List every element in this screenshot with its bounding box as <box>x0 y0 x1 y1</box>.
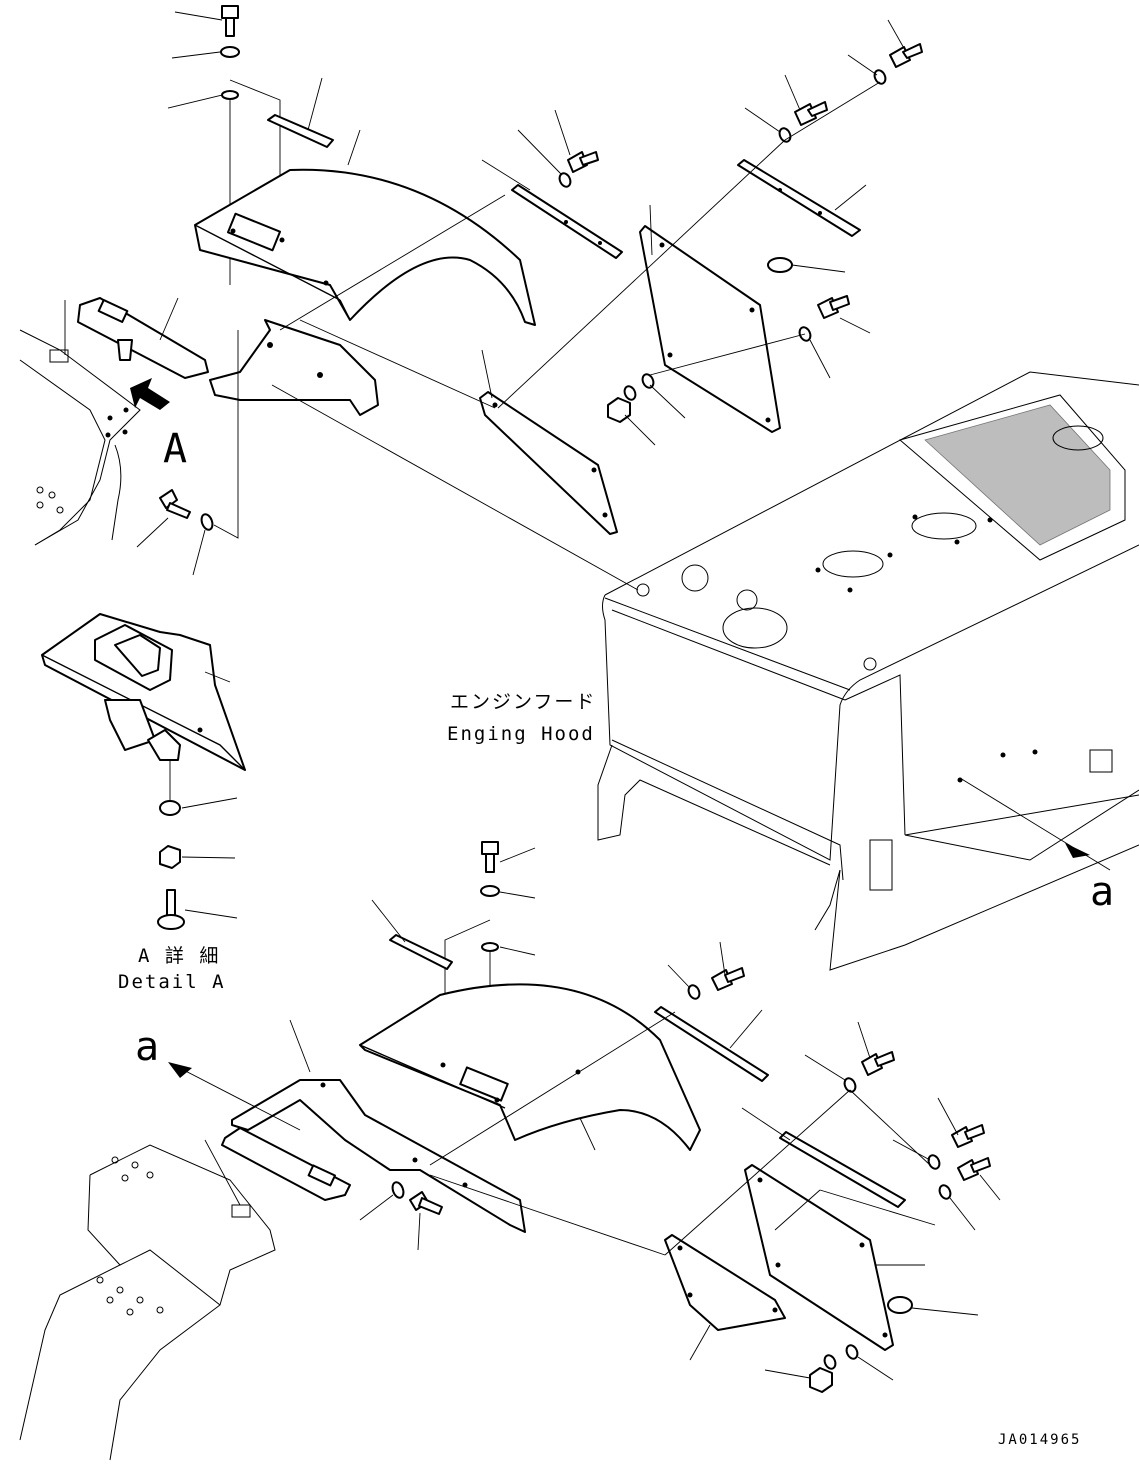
cover-plate <box>744 1164 894 1351</box>
strip-plate <box>779 1131 906 1208</box>
bolt-icon <box>794 101 828 126</box>
bolt-icon <box>481 841 499 873</box>
washer-icon <box>558 172 572 188</box>
upper-hinge-bracket <box>77 297 209 379</box>
view-arrow-label-left: a <box>135 1024 159 1070</box>
washer-icon <box>843 1077 857 1093</box>
rubber-cap-icon <box>767 257 793 273</box>
detail-a-caption-jp: A 詳 細 <box>138 945 220 967</box>
lower-frame-bracket <box>231 1079 526 1233</box>
bolt-icon <box>409 1191 443 1215</box>
upper-frame-bracket <box>209 319 379 416</box>
upper-fender <box>194 168 536 326</box>
bolt-icon <box>817 295 850 319</box>
strip-plate <box>654 1006 769 1082</box>
view-label-a: A <box>163 426 187 472</box>
cover-plate <box>639 225 781 433</box>
washer-icon <box>778 127 792 143</box>
side-plate <box>479 391 618 535</box>
rubber-cap-icon <box>887 1296 913 1314</box>
view-arrow-label-right: a <box>1090 869 1114 915</box>
washer-icon <box>687 984 701 1000</box>
view-arrow-a-left: a <box>135 1024 301 1131</box>
nut-icon <box>607 397 631 423</box>
lower-fender <box>359 983 701 1151</box>
bolt-icon <box>861 1051 895 1076</box>
strip-plate <box>737 159 861 237</box>
bolt-icon <box>567 151 599 173</box>
engine-hood-label-en: Enging Hood <box>447 723 595 745</box>
nut-icon <box>809 1367 833 1393</box>
lower-hinge-bracket <box>221 1127 351 1201</box>
bolt-icon <box>159 489 191 519</box>
detail-a-caption-en: Detail A <box>118 971 226 993</box>
bolt-icon <box>957 1157 991 1181</box>
lower-fender-assembly <box>204 841 1001 1393</box>
engine-hood <box>597 371 1139 971</box>
floor-lower-left <box>19 1144 276 1461</box>
washer-icon <box>220 46 240 58</box>
bolt-icon <box>221 5 239 37</box>
strip-plate <box>389 934 453 970</box>
floor-upper-left <box>19 329 141 546</box>
washer-icon <box>480 885 500 897</box>
washer-icon <box>221 90 239 100</box>
upper-fender-assembly: A <box>64 5 923 591</box>
washer-icon <box>873 69 887 85</box>
stud-bolt-icon <box>157 889 185 930</box>
washer-icon <box>927 1154 941 1170</box>
engine-hood-label-jp: エンジンフード <box>450 691 596 713</box>
side-plate <box>664 1234 786 1331</box>
view-arrow-a-right: a <box>959 777 1114 915</box>
nut-icon <box>159 845 181 869</box>
strip-plate <box>267 114 334 148</box>
drawing-number: JA014965 <box>998 1432 1081 1448</box>
bolt-icon <box>951 1124 985 1148</box>
detail-a: A 詳 細 Detail A <box>41 613 246 993</box>
washer-icon <box>623 385 637 401</box>
washer-icon <box>641 373 655 389</box>
washer-icon <box>938 1184 952 1200</box>
washer-icon <box>391 1181 405 1199</box>
washer-icon <box>159 800 181 816</box>
washer-icon <box>200 513 214 531</box>
bolt-icon <box>711 967 745 991</box>
view-arrow-icon <box>130 378 170 410</box>
washer-icon <box>481 942 499 952</box>
washer-icon <box>845 1344 859 1360</box>
bolt-icon <box>889 43 923 68</box>
washer-icon <box>823 1354 837 1370</box>
